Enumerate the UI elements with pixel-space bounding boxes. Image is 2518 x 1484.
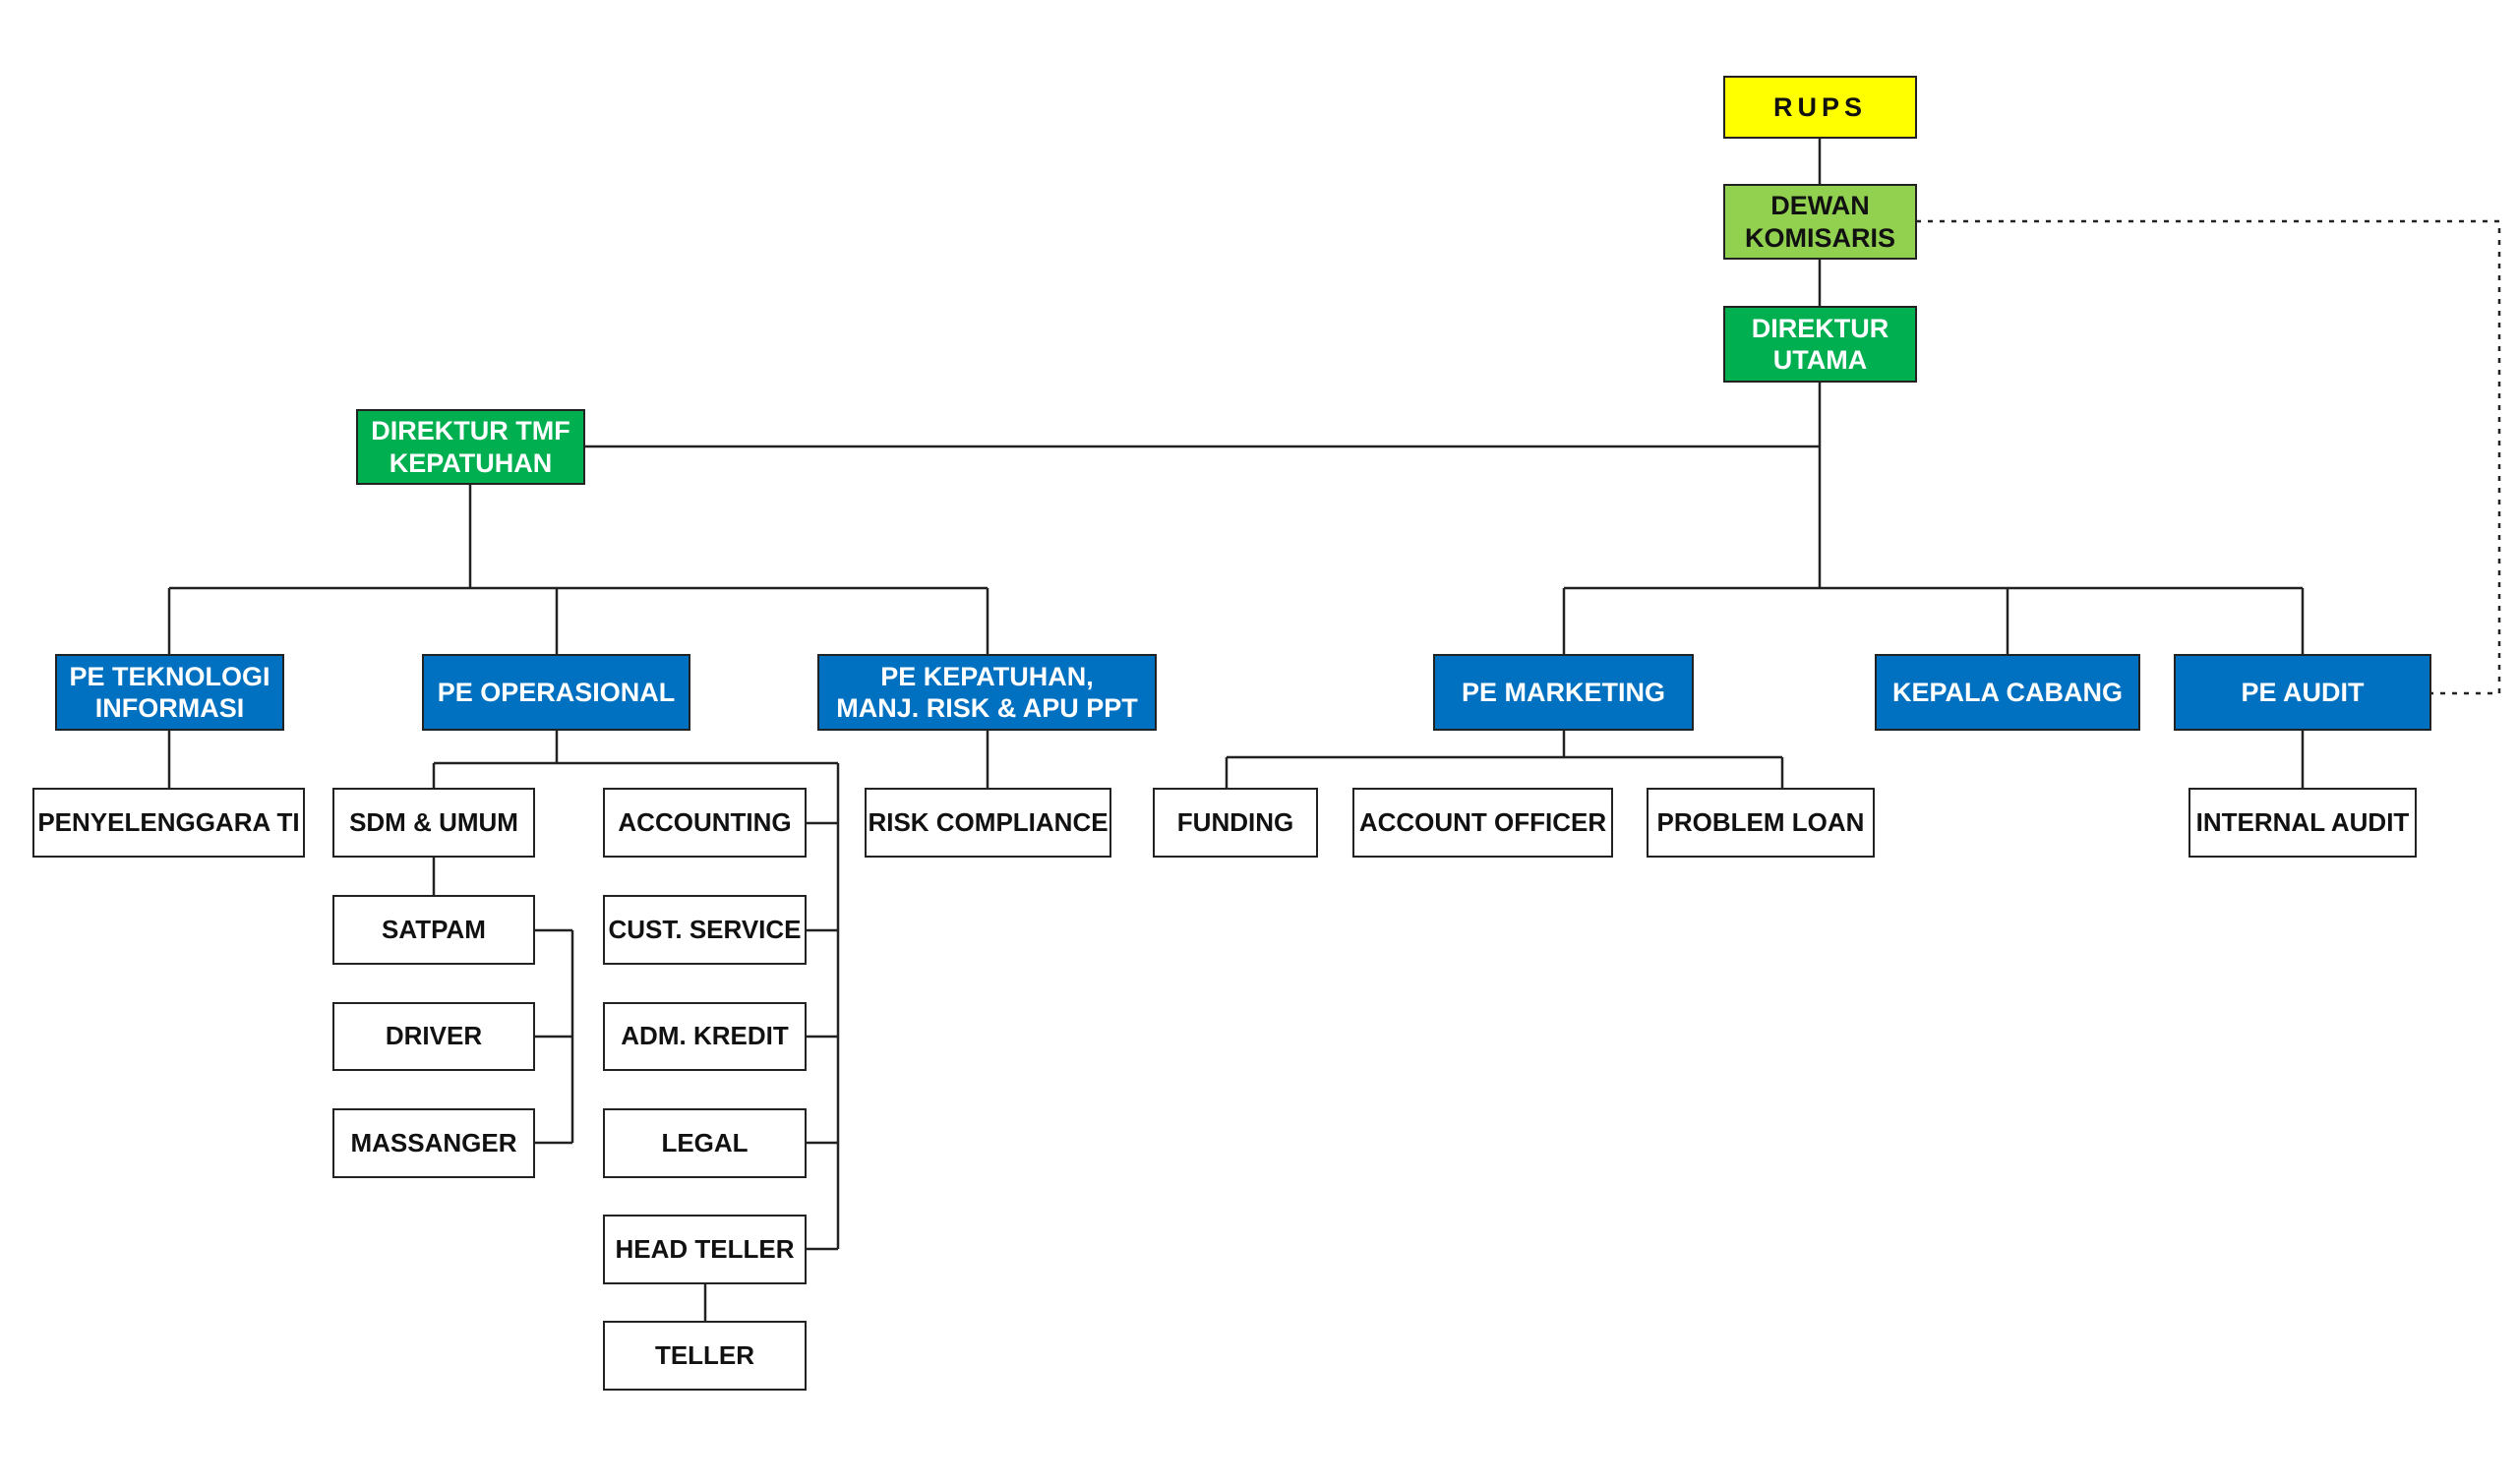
node-pe-audit: PE AUDIT	[2174, 654, 2431, 731]
node-legal: LEGAL	[603, 1108, 807, 1178]
dotted-line-komisaris-audit	[1916, 219, 2501, 695]
node-accounting: ACCOUNTING	[603, 788, 807, 858]
node-pe-marketing: PE MARKETING	[1433, 654, 1694, 731]
node-adm-kredit: ADM. KREDIT	[603, 1002, 807, 1071]
node-sdm-umum: SDM & UMUM	[332, 788, 535, 858]
node-funding: FUNDING	[1153, 788, 1318, 858]
node-internal-audit: INTERNAL AUDIT	[2188, 788, 2417, 858]
node-satpam: SATPAM	[332, 895, 535, 965]
node-massanger: MASSANGER	[332, 1108, 535, 1178]
node-risk-compliance: RISK COMPLIANCE	[865, 788, 1111, 858]
node-account-officer: ACCOUNT OFFICER	[1352, 788, 1613, 858]
node-rups: RUPS	[1723, 76, 1917, 139]
node-teller: TELLER	[603, 1321, 807, 1391]
node-penyelenggara-ti: PENYELENGGARA TI	[32, 788, 305, 858]
node-head-teller: HEAD TELLER	[603, 1215, 807, 1284]
node-pe-operasional: PE OPERASIONAL	[422, 654, 690, 731]
node-problem-loan: PROBLEM LOAN	[1647, 788, 1875, 858]
node-kepala-cabang: KEPALA CABANG	[1875, 654, 2140, 731]
node-driver: DRIVER	[332, 1002, 535, 1071]
node-pe-kepatuhan: PE KEPATUHAN,MANJ. RISK & APU PPT	[817, 654, 1157, 731]
node-cust-service: CUST. SERVICE	[603, 895, 807, 965]
